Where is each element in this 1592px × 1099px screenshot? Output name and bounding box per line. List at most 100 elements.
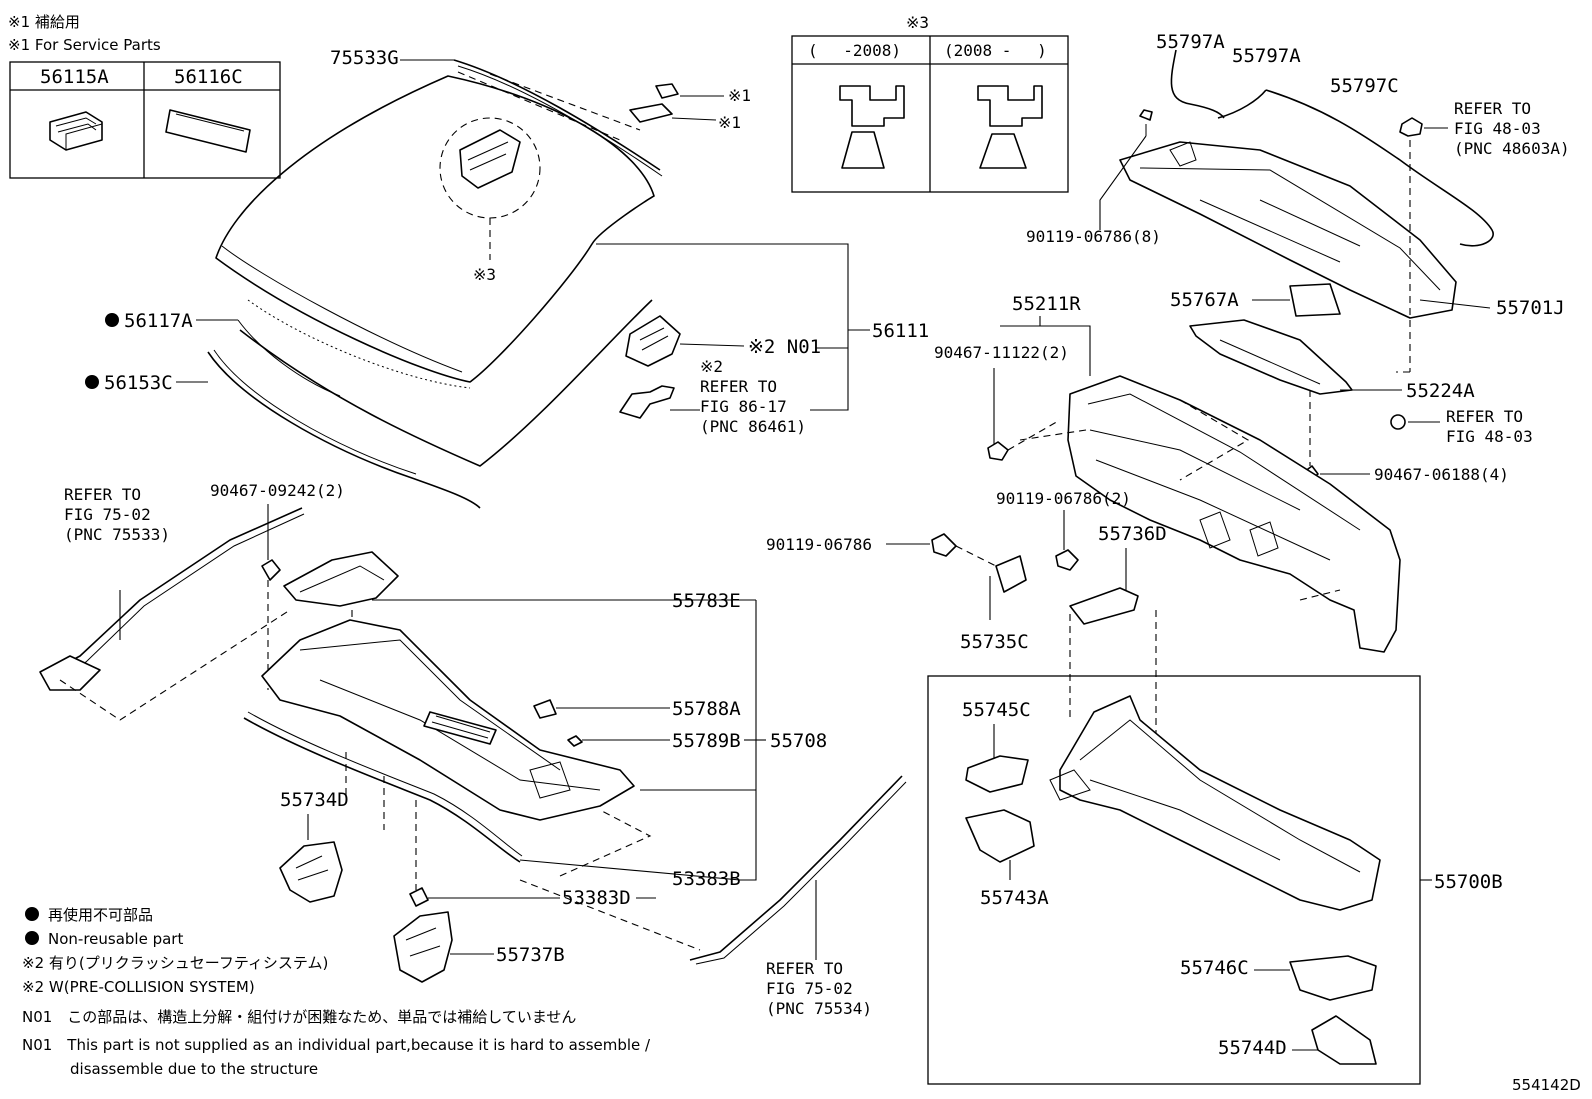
refer-75-02-a: REFER TO FIG 75-02 (PNC 75533) <box>64 485 170 544</box>
part-label-53383B: 53383B <box>672 868 741 890</box>
pad-56116C-illustration <box>165 109 251 153</box>
part-label-55737B: 55737B <box>496 944 565 966</box>
legend-n01-en-1: N01 This part is not supplied as an indi… <box>22 1036 651 1054</box>
figure-id: 554142D <box>1512 1076 1581 1094</box>
bolt-90119 <box>931 533 957 557</box>
part-label-n01: ※2 N01 <box>748 336 821 358</box>
legend-nonreusable-en: Non-reusable part <box>48 930 183 948</box>
bracket-55734D <box>279 841 343 903</box>
part-label-56153C: 56153C <box>104 372 173 394</box>
part-label-55744D: 55744D <box>1218 1037 1287 1059</box>
detail-circle-3 <box>439 117 541 219</box>
nonreusable-bullet-56117A <box>105 313 119 327</box>
part-label-55746C: 55746C <box>1180 957 1249 979</box>
windshield-glass <box>215 75 655 389</box>
part-label-90119-8: 90119-06786(8) <box>1026 227 1161 246</box>
part-label-53383D: 53383D <box>562 887 631 909</box>
weatherstrip-56153C <box>207 351 481 509</box>
legend-bullet-en <box>25 931 39 945</box>
part-label-55224A: 55224A <box>1406 380 1475 402</box>
clip-55789B <box>567 735 583 747</box>
inset-3-label: ※3 <box>906 13 929 32</box>
callout-3: ※3 <box>473 265 496 284</box>
pad-56116C <box>629 103 673 123</box>
clip-90467-09242 <box>261 559 281 581</box>
refer-48-03-b: REFER TO FIG 48-03 <box>1446 407 1533 446</box>
hose-55797C <box>1265 89 1494 247</box>
bracket-55737B <box>393 911 453 983</box>
part-label-90467-06188: 90467-06188(4) <box>1374 465 1509 484</box>
cowl-louver-55708 <box>261 619 635 821</box>
bracket-55735C <box>995 555 1027 593</box>
refer-75-02-b: REFER TO FIG 75-02 (PNC 75534) <box>766 959 872 1018</box>
part-label-90467-09242: 90467-09242(2) <box>210 481 345 500</box>
part-label-90467-11122: 90467-11122(2) <box>934 343 1069 362</box>
bracket-55743A <box>965 809 1035 863</box>
part-label-55783E: 55783E <box>672 590 741 612</box>
cowl-top-55701J <box>1119 141 1457 319</box>
refer-86-17: ※2 REFER TO FIG 86-17 (PNC 86461) <box>700 357 806 436</box>
part-label-56117A: 56117A <box>124 310 193 332</box>
inset-3-col2: (2008 - ) <box>944 41 1047 60</box>
hose-55797A-2 <box>1217 89 1267 119</box>
legend-n01-en-2: disassemble due to the structure <box>70 1060 318 1078</box>
part-label-55797A-1: 55797A <box>1156 31 1225 53</box>
legend: 再使用不可部品 Non-reusable part ※2 有り(プリクラッシュセ… <box>22 906 651 1078</box>
refer-48-03-a: REFER TO FIG 48-03 (PNC 48603A) <box>1454 99 1570 158</box>
part-label-55700B: 55700B <box>1434 871 1503 893</box>
part-label-55701J: 55701J <box>1496 297 1565 319</box>
moulding-75533G <box>453 59 661 171</box>
part-label-55211R: 55211R <box>1012 293 1081 315</box>
service-note-jp: ※1 補給用 <box>8 13 80 31</box>
callout-1b: ※1 <box>718 113 741 132</box>
bracket-55783E <box>283 551 399 607</box>
nonreusable-bullet-56153C <box>85 375 99 389</box>
legend-precollision-jp: ※2 有り(プリクラッシュセーフティシステム) <box>22 954 328 972</box>
part-label-55797C: 55797C <box>1330 75 1399 97</box>
bolt-90119-2 <box>1055 549 1079 571</box>
camera-unit <box>619 385 675 419</box>
seal-55744D <box>1311 1015 1377 1065</box>
inset-3-box: ※3 ( -2008) (2008 - ) <box>791 13 1069 193</box>
part-label-55745C: 55745C <box>962 699 1031 721</box>
legend-nonreusable-jp: 再使用不可部品 <box>48 906 153 924</box>
sensor-bracket <box>625 315 681 367</box>
bracket-55745C <box>965 755 1029 793</box>
part-label-55743A: 55743A <box>980 887 1049 909</box>
part-label-55789B: 55789B <box>672 730 741 752</box>
callout-1a: ※1 <box>728 86 751 105</box>
table-cell-56116C: 56116C <box>174 66 243 88</box>
seal-53383D <box>243 717 521 863</box>
legend-n01-jp: N01 この部品は、構造上分解・組付けが困難なため、単品では補給していません <box>22 1008 576 1026</box>
table-cell-56115A: 56115A <box>40 66 109 88</box>
part-label-56111: 56111 <box>872 320 929 342</box>
windshield-outline-lower <box>239 299 653 467</box>
clip-56115A <box>655 83 679 99</box>
weatherstrip-75534 <box>689 775 903 961</box>
clip-90467-11122 <box>987 441 1009 461</box>
part-label-55788A: 55788A <box>672 698 741 720</box>
inset-3-col1: ( -2008) <box>808 41 901 60</box>
part-label-90119: 90119-06786 <box>766 535 872 554</box>
legend-precollision-en: ※2 W(PRE-COLLISION SYSTEM) <box>22 978 255 996</box>
part-label-75533G: 75533G <box>330 47 399 69</box>
service-parts-table: 56115A 56116C <box>9 61 281 179</box>
legend-bullet-jp <box>25 907 39 921</box>
dash-panel-55211R <box>1067 375 1401 653</box>
pad-55767A <box>1289 283 1341 317</box>
service-note-en: ※1 For Service Parts <box>8 36 161 54</box>
clip-53383D <box>409 887 429 907</box>
part-label-55708: 55708 <box>770 730 827 752</box>
part-label-55797A-2: 55797A <box>1232 45 1301 67</box>
bolt-90119-8 <box>1139 109 1153 121</box>
part-label-55767A: 55767A <box>1170 289 1239 311</box>
nut-48603A <box>1399 117 1423 137</box>
seal-55746C <box>1289 955 1377 1001</box>
cowl-panel-55700B <box>1049 695 1381 911</box>
clip-56115A-illustration <box>49 111 103 151</box>
part-label-55736D: 55736D <box>1098 523 1167 545</box>
part-label-55735C: 55735C <box>960 631 1029 653</box>
part-label-55734D: 55734D <box>280 789 349 811</box>
washer-48-03 <box>1390 414 1406 430</box>
